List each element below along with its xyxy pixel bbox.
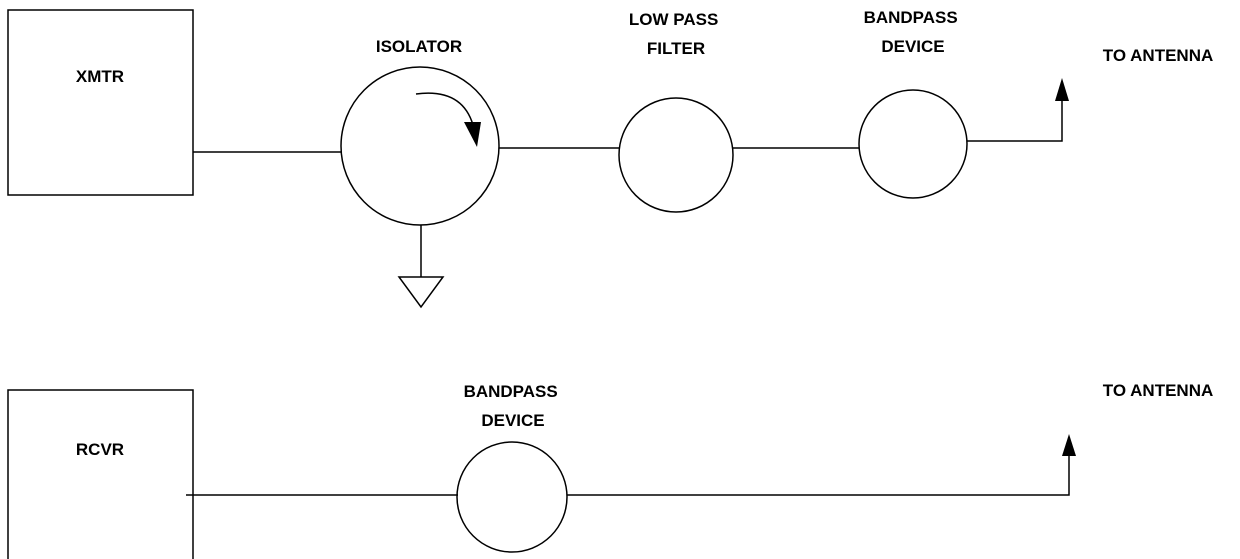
rx-bandpass-label-line-2: DEVICE [481,411,544,430]
tx-bandpass-label-line-1: BANDPASS [864,8,958,27]
xmtr-label: XMTR [76,67,124,86]
tx-to-antenna-line [967,100,1063,142]
rx-bandpass-label: BANDPASS DEVICE [464,382,563,430]
rx-bandpass-circle [456,441,568,553]
transmit-chain: XMTR ISOLATOR LOW PASS FILTER BANDPASS D… [7,8,1214,309]
termination-ground-icon [397,276,445,309]
tx-bandpass-circle [858,89,968,199]
rx-bandpass-label-line-1: BANDPASS [464,382,558,401]
tx-antenna-label: TO ANTENNA [1103,46,1214,65]
tx-bandpass-label-line-2: DEVICE [881,37,944,56]
tx-bandpass-label: BANDPASS DEVICE [864,8,963,56]
isolator-direction-arrow [415,92,474,126]
rx-antenna-arrow-icon [1062,434,1076,456]
low-pass-filter-circle [618,97,734,213]
low-pass-filter-label-line-1: LOW PASS [629,10,718,29]
rx-antenna-label: TO ANTENNA [1103,381,1214,400]
rx-to-antenna-line [567,455,1070,496]
rcvr-box [7,389,194,559]
rcvr-label: RCVR [76,440,124,459]
xmtr-box [7,9,194,196]
isolator-label: ISOLATOR [376,37,462,56]
receive-chain: RCVR BANDPASS DEVICE TO ANTENNA [7,381,1214,559]
low-pass-filter-label-line-2: FILTER [647,39,705,58]
isolator-circle [340,66,500,226]
tx-antenna-arrow-icon [1055,78,1069,101]
low-pass-filter-label: LOW PASS FILTER [629,10,723,58]
isolator-arrowhead-icon [464,122,481,147]
